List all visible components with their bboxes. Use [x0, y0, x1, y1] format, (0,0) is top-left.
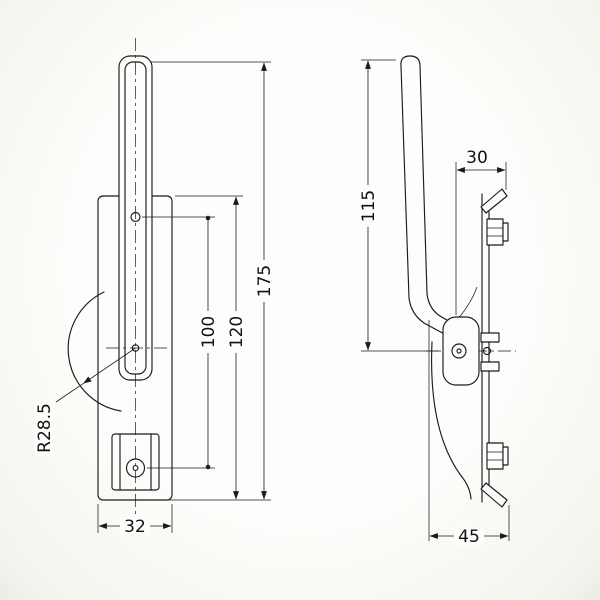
plate-top-flange [480, 188, 508, 214]
dim-label-handle-height: 115 [359, 190, 379, 222]
dimension-plate-width: 32 [97, 504, 173, 537]
crescent-arc [67, 291, 122, 412]
bottom-screw-boss [486, 442, 509, 470]
dimension-hole-pitch: 100 [142, 215, 219, 470]
dimension-handle-height: 115 [359, 59, 441, 352]
dim-label-plate-height: 120 [227, 316, 247, 348]
dimension-overall-height: 175 [150, 61, 275, 501]
pivot-housing [442, 316, 480, 386]
top-screw-boss [486, 218, 509, 246]
dimension-plate-height: 120 [175, 195, 247, 500]
side-handle-lever [400, 55, 478, 500]
dimension-head-depth: 30 [455, 148, 507, 315]
front-view: R28.5 175 120 [35, 38, 275, 537]
dim-label-overall-depth: 45 [458, 527, 480, 547]
dimension-radius: R28.5 [35, 347, 136, 456]
plate-bottom-flange [480, 482, 508, 508]
dim-label-hole-pitch: 100 [199, 316, 219, 348]
dimension-overall-depth: 45 [428, 320, 510, 547]
dim-label-radius: R28.5 [35, 403, 55, 453]
dim-label-plate-width: 32 [124, 517, 146, 537]
side-view: 115 30 45 [359, 55, 516, 547]
dim-label-overall-height: 175 [255, 265, 275, 297]
dim-label-head-depth: 30 [466, 148, 488, 168]
